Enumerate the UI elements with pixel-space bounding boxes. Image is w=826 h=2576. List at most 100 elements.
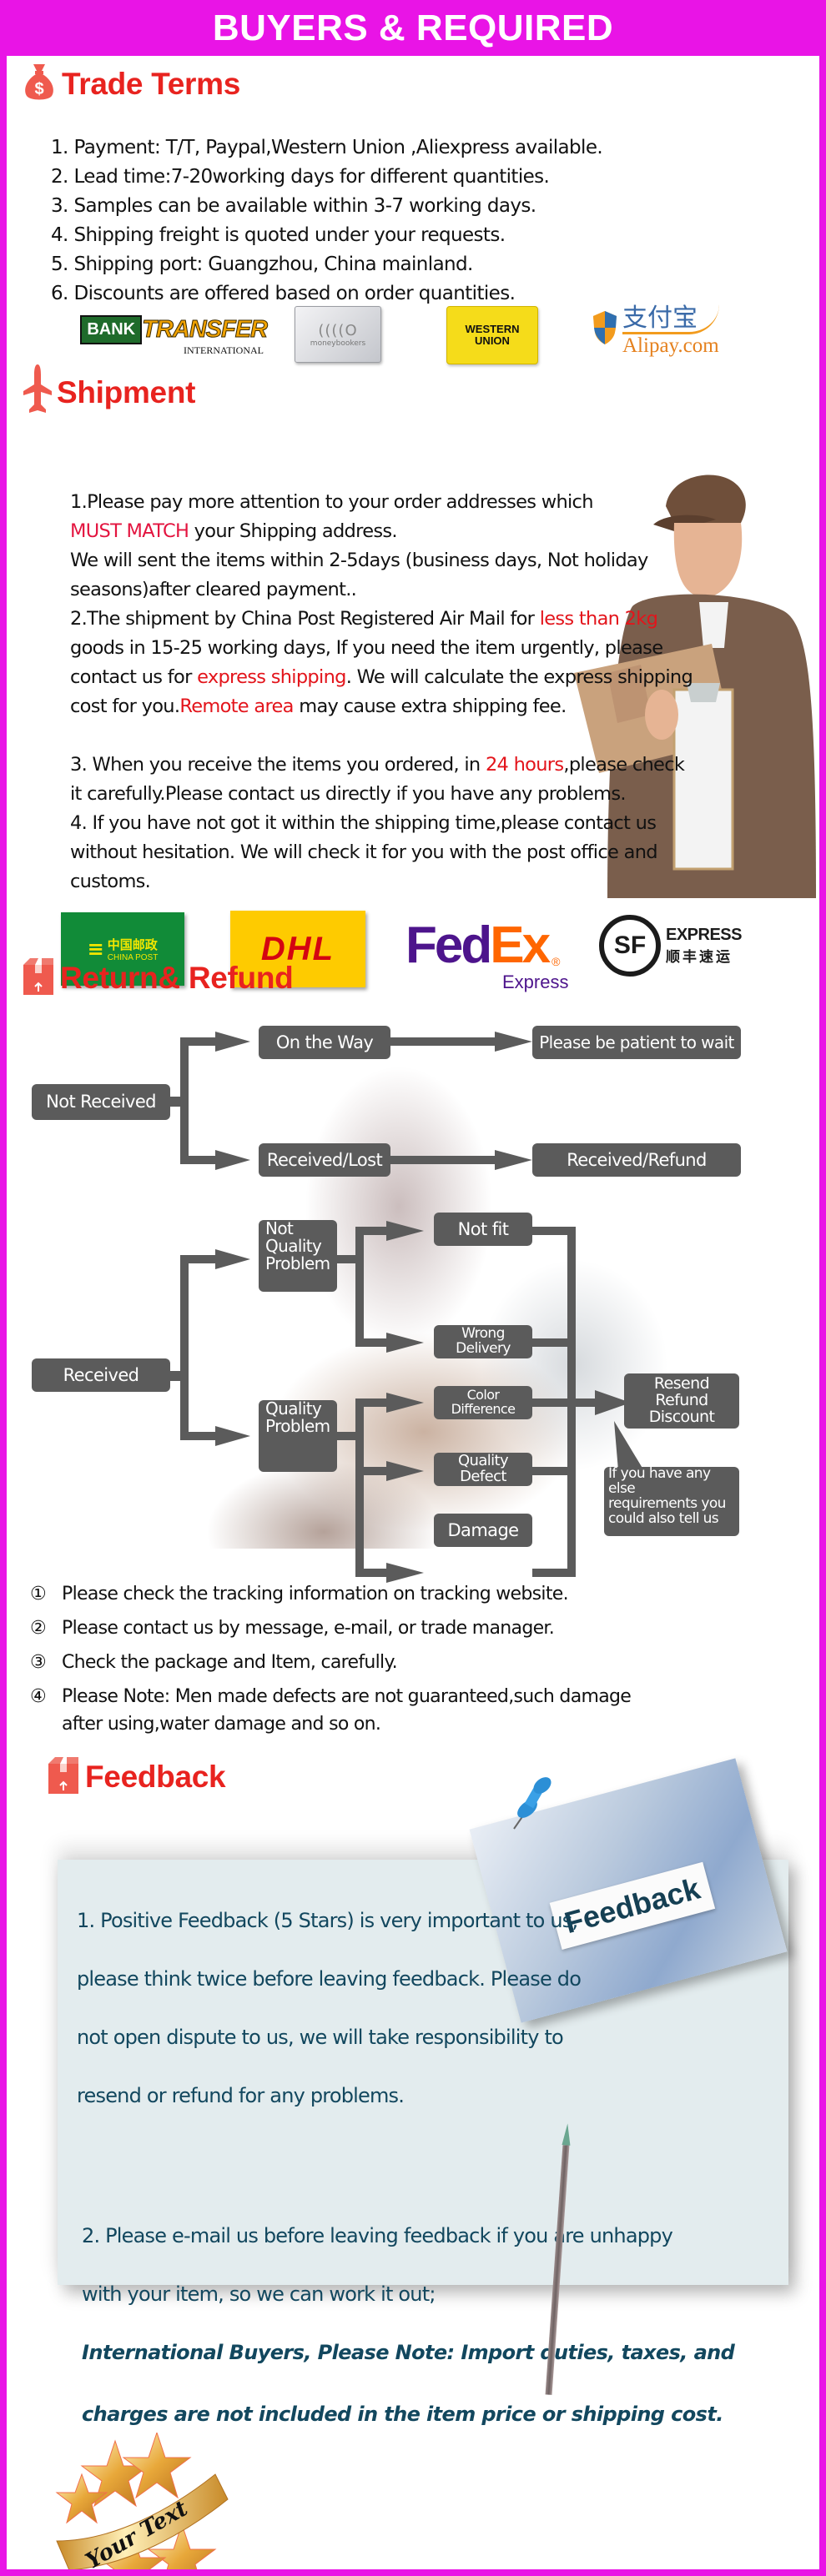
arrow-head <box>495 1032 532 1052</box>
shipment-heading: Shipment <box>23 364 195 421</box>
note-item-continuation: after using,water damage and so on. <box>62 1714 381 1735</box>
shipment-line: goods in 15-25 working days, If you need… <box>70 634 804 663</box>
shipment-text-span: your Shipping address. <box>189 520 398 542</box>
shipment-text-span: . We will calculate the express shipping <box>345 666 693 688</box>
connector <box>170 1097 182 1107</box>
arrow-head <box>386 1393 424 1413</box>
flow-received-lost: Received/Lost <box>259 1143 390 1177</box>
shipment-text-span: cost for you. <box>70 695 180 717</box>
alipay-en-label: Alipay.com <box>622 334 719 357</box>
shipment-text-span: goods in 15-25 working days, If you need… <box>70 637 663 659</box>
star-badge: Your Text <box>48 2431 324 2569</box>
connector <box>355 1227 364 1347</box>
trade-terms-heading: $ Trade Terms <box>22 63 240 106</box>
connector <box>532 1227 574 1235</box>
connector <box>180 1156 215 1164</box>
connector <box>180 1432 215 1440</box>
flowchart-connectors <box>170 1032 656 1583</box>
shipment-text-span: 2.The shipment by China Post Registered … <box>70 608 540 630</box>
transfer-label: TRANSFER <box>142 316 269 344</box>
shipment-text-span: may cause extra shipping fee. <box>293 695 567 717</box>
connector <box>355 1398 389 1407</box>
arrow-head <box>215 1032 250 1052</box>
highlight-text: MUST MATCH <box>70 520 189 542</box>
trade-term-item: 5. Shipping port: Guangzhou, China mainl… <box>51 254 473 275</box>
connector <box>390 1037 499 1046</box>
package-icon <box>47 1757 80 1797</box>
flow-quality-defect: Quality Defect <box>434 1453 532 1486</box>
shipment-line: MUST MATCH your Shipping address. <box>70 517 804 546</box>
highlight-text: less than 2kg <box>539 608 658 630</box>
flow-not-received: Not Received <box>32 1084 170 1120</box>
flow-color-difference: Color Difference <box>434 1386 532 1419</box>
connector <box>180 1037 189 1164</box>
shipment-text-span: We will sent the items within 2-5days (b… <box>70 550 648 571</box>
trade-term-item: 2. Lead time:7-20working days for differ… <box>51 166 550 188</box>
sf-express-en: EXPRESS <box>666 926 742 944</box>
trade-terms-title: Trade Terms <box>62 67 241 101</box>
fedex-registered: ® <box>552 955 561 968</box>
arrow-head <box>386 1461 424 1481</box>
flow-resolution: Resend Refund Discount <box>624 1373 739 1429</box>
arrow-head <box>495 1150 532 1170</box>
western-label: WESTERN <box>465 323 520 336</box>
connector <box>390 1156 499 1164</box>
china-post-mark: ≡ <box>87 937 104 961</box>
shipment-text-span: it carefully.Please contact us directly … <box>70 783 626 805</box>
sf-mark: SF <box>599 915 661 977</box>
shipment-text: 1.Please pay more attention to your orde… <box>70 488 804 896</box>
fedex-express: Express <box>502 972 569 992</box>
flow-received-refund: Received/Refund <box>532 1143 741 1177</box>
shipment-line: seasons)after cleared payment.. <box>70 575 804 605</box>
shipment-line: it carefully.Please contact us directly … <box>70 780 804 809</box>
alipay-shield-icon <box>593 311 617 344</box>
connector <box>180 1255 189 1440</box>
connector <box>532 1338 574 1347</box>
arrow-head <box>595 1390 631 1415</box>
moneybookers-logo: ((((O moneybookers <box>295 306 381 363</box>
arrow-head <box>215 1249 250 1269</box>
shipment-text-span: ,please check <box>563 754 685 776</box>
pushpin-icon <box>507 1774 557 1835</box>
return-refund-heading: Return& Refund <box>22 958 294 998</box>
china-post-logo: ≡ 中国邮政 CHINA POST <box>61 912 184 986</box>
dhl-logo: DHL <box>230 911 365 987</box>
shipment-line: without hesitation. We will check it for… <box>70 838 804 867</box>
connector <box>355 1398 364 1577</box>
connector <box>532 1398 616 1407</box>
arrow-head <box>386 1221 424 1241</box>
shipment-line: We will sent the items within 2-5days (b… <box>70 546 804 575</box>
trade-terms-list: 1. Payment: T/T, Paypal,Western Union ,A… <box>51 133 603 309</box>
bank-label: BANK <box>80 315 143 344</box>
shipment-line: contact us for express shipping. We will… <box>70 663 804 692</box>
arrow-head <box>386 1563 424 1583</box>
svg-text:$: $ <box>34 80 43 98</box>
highlight-text: express shipping <box>197 666 346 688</box>
fedex-fed: Fed <box>405 916 492 974</box>
arrow-head <box>215 1426 250 1446</box>
courier-illustration <box>574 464 819 898</box>
flow-else-requirements: If you have any else requirements you co… <box>604 1466 739 1536</box>
shipment-line: 4. If you have not got it within the shi… <box>70 809 804 838</box>
feedback-italic-line: International Buyers, Please Note: Impor… <box>82 2341 735 2364</box>
airplane-icon <box>23 364 52 421</box>
dhl-label: DHL <box>260 930 335 967</box>
fedex-ex: Ex <box>490 916 551 974</box>
connector <box>180 1255 215 1263</box>
shipment-line: customs. <box>70 867 804 896</box>
highlight-text: 24 hours <box>485 754 564 776</box>
shipment-title: Shipment <box>57 375 196 409</box>
connector <box>336 1255 361 1263</box>
shipment-line <box>70 721 804 751</box>
arrow-head <box>215 1150 250 1170</box>
flow-wrong-delivery: Wrong Delivery <box>434 1325 532 1358</box>
feedback-sign: Feedback <box>549 1861 716 1950</box>
shipment-text-span: contact us for <box>70 666 198 688</box>
china-post-cn: 中国邮政 <box>107 937 158 952</box>
shipment-text-span: customs. <box>70 871 151 892</box>
feedback-line: 1. Positive Feedback (5 Stars) is very i… <box>77 1909 578 1932</box>
flow-not-fit: Not fit <box>434 1213 532 1246</box>
